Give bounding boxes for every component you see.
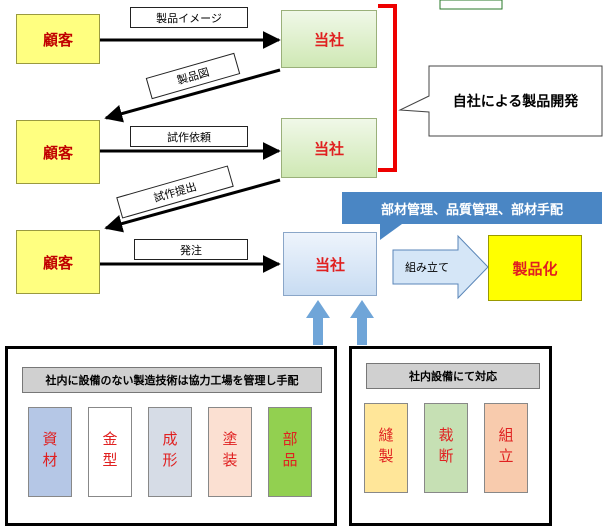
arrow-submit-to-customer — [104, 178, 281, 233]
customer-box-2: 顧客 — [16, 120, 100, 184]
productization-box: 製品化 — [488, 235, 582, 301]
item-parts: 部品 — [268, 407, 312, 497]
company-label: 当社 — [314, 255, 345, 274]
arrow-drawing-to-customer — [104, 68, 281, 123]
assembly-arrow — [392, 234, 489, 300]
item-cutting: 裁断 — [424, 403, 468, 493]
company-label: 当社 — [313, 139, 344, 158]
item-molds: 金型 — [88, 407, 132, 497]
label-prototype-request: 試作依頼 — [130, 126, 248, 147]
label-order: 発注 — [134, 239, 248, 260]
outsourced-panel-header: 社内に設備のない製造技術は協力工場を管理し手配 — [22, 367, 322, 393]
item-assembly: 組立 — [484, 403, 528, 493]
customer-label: 顧客 — [42, 30, 73, 49]
item-painting: 塗装 — [208, 407, 252, 497]
item-materials: 資材 — [28, 407, 72, 497]
callout-text: 自社による製品開発 — [452, 94, 579, 110]
customer-label: 顧客 — [42, 143, 73, 162]
item-sewing: 縫製 — [364, 403, 408, 493]
customer-label: 顧客 — [42, 253, 73, 272]
item-molding: 成形 — [148, 407, 192, 497]
customer-box-3: 顧客 — [16, 230, 100, 294]
company-box-3: 当社 — [283, 232, 377, 296]
outsourced-panel: 社内に設備のない製造技術は協力工場を管理し手配 資材 金型 成形 塗装 部品 — [5, 346, 337, 526]
inhouse-panel: 社内設備にて対応 縫製 裁断 組立 — [349, 346, 552, 526]
up-arrow-left — [306, 300, 330, 345]
up-arrow-right — [350, 300, 374, 345]
management-banner: 部材管理、品質管理、部材手配 — [342, 192, 602, 224]
dev-bracket — [378, 4, 397, 172]
assembly-label: 組み立て — [405, 261, 449, 274]
company-label: 当社 — [313, 30, 344, 49]
top-right-fragment — [439, 0, 503, 10]
label-product-image: 製品イメージ — [130, 7, 248, 28]
inhouse-panel-header: 社内設備にて対応 — [366, 363, 540, 389]
company-box-1: 当社 — [281, 10, 377, 68]
banner-pointer — [380, 224, 402, 240]
company-box-2: 当社 — [281, 118, 377, 178]
callout-shape — [398, 65, 603, 137]
customer-box-1: 顧客 — [16, 14, 100, 64]
